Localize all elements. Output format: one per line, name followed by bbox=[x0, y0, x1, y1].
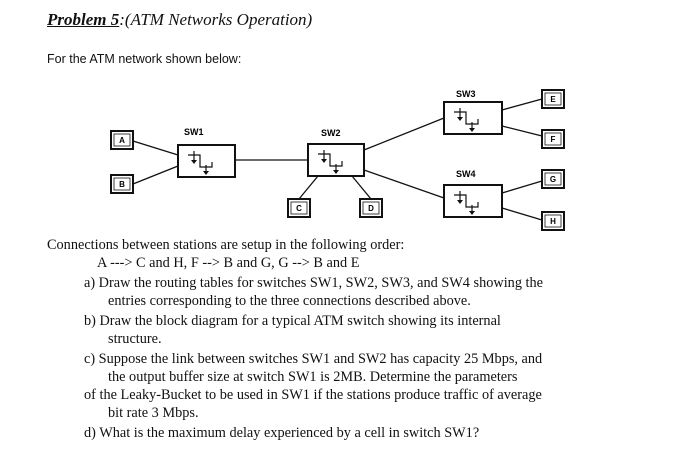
station-d-label: D bbox=[368, 204, 374, 213]
link-sw2-d bbox=[351, 175, 372, 200]
station-b: B bbox=[110, 174, 134, 194]
station-f-label: F bbox=[551, 135, 556, 144]
connections-intro: Connections between stations are setup i… bbox=[47, 237, 405, 253]
station-d: D bbox=[359, 198, 383, 218]
question-d-line1: d) What is the maximum delay experienced… bbox=[84, 425, 480, 441]
station-e-label: E bbox=[550, 95, 556, 104]
station-c: C bbox=[287, 198, 311, 218]
station-h: H bbox=[541, 211, 565, 231]
station-f: F bbox=[541, 129, 565, 149]
question-c-line1: c) Suppose the link between switches SW1… bbox=[84, 351, 543, 367]
station-e: E bbox=[541, 89, 565, 109]
question-b-line2: structure. bbox=[108, 331, 162, 347]
connection-order: A ---> C and H, F --> B and G, G --> B a… bbox=[97, 255, 360, 271]
sw4-label: SW4 bbox=[456, 169, 476, 179]
link-sw3-e bbox=[501, 98, 543, 111]
question-c-line4: bit rate 3 Mbps. bbox=[108, 405, 199, 421]
switch-sw2 bbox=[307, 143, 365, 177]
problem-number: Problem 5 bbox=[47, 10, 120, 29]
switch-sw1 bbox=[177, 144, 236, 178]
link-sw4-h bbox=[501, 207, 543, 221]
station-c-label: C bbox=[296, 204, 302, 213]
link-b-sw1 bbox=[132, 165, 179, 185]
intro-text: For the ATM network shown below: bbox=[47, 52, 242, 66]
switch-sw4 bbox=[443, 184, 503, 218]
atm-network-diagram: SW1 SW2 SW3 SW4 A B C D E F G H bbox=[110, 89, 565, 231]
link-sw3-f bbox=[501, 125, 543, 137]
problem-title: Problem 5:(ATM Networks Operation) bbox=[47, 10, 312, 30]
question-a-line2: entries corresponding to the three conne… bbox=[108, 293, 471, 309]
question-c-line2: the output buffer size at switch SW1 is … bbox=[108, 369, 518, 385]
station-g-label: G bbox=[550, 175, 556, 184]
link-a-sw1 bbox=[132, 140, 179, 156]
station-a: A bbox=[110, 130, 134, 150]
question-b-line1: b) Draw the block diagram for a typical … bbox=[84, 313, 501, 329]
station-g: G bbox=[541, 169, 565, 189]
station-a-label: A bbox=[119, 136, 125, 145]
link-sw2-sw4 bbox=[363, 169, 445, 199]
station-b-label: B bbox=[119, 180, 125, 189]
station-h-label: H bbox=[550, 217, 556, 226]
sw3-label: SW3 bbox=[456, 89, 476, 99]
problem-topic: :(ATM Networks Operation) bbox=[119, 10, 313, 29]
sw2-label: SW2 bbox=[321, 128, 341, 138]
link-sw4-g bbox=[501, 180, 543, 194]
sw1-label: SW1 bbox=[184, 127, 204, 137]
link-sw2-sw3 bbox=[363, 117, 445, 151]
link-sw2-c bbox=[298, 175, 319, 200]
switch-sw3 bbox=[443, 101, 503, 135]
question-c-line3: of the Leaky-Bucket to be used in SW1 if… bbox=[84, 387, 542, 403]
question-a-line1: a) Draw the routing tables for switches … bbox=[84, 275, 544, 291]
